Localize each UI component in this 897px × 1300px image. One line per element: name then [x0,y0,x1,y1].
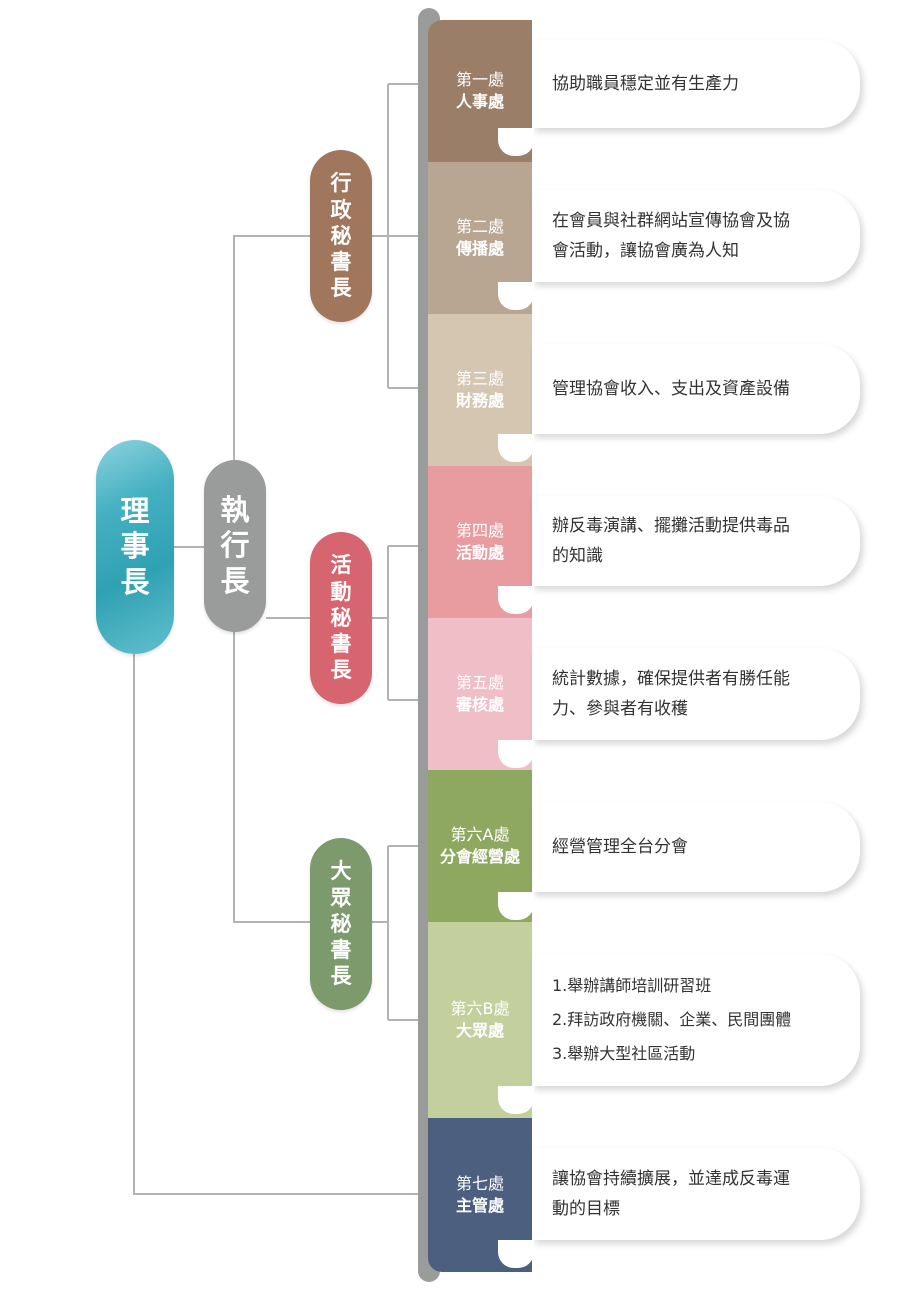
secretary-char: 長 [330,658,352,683]
secretary-char: 行 [330,171,352,196]
chairman-node: 理 事 長 [96,440,174,654]
secretary-char: 政 [330,197,352,222]
secretary-char: 書 [330,632,352,657]
secretary-char: 書 [330,250,352,275]
card-tab [498,586,534,614]
dept-number: 第一處 [455,69,504,89]
ceo-char: 執 [220,492,250,527]
chairman-char: 長 [120,564,150,599]
dept-name: 人事處 [455,92,504,111]
chairman-char: 事 [120,529,150,564]
secretary-char: 長 [330,964,352,989]
dept-name: 財務處 [455,391,504,410]
dept-number: 第六A處 [450,824,510,844]
dept-number: 第七處 [455,1173,504,1193]
ceo-char: 行 [220,528,250,563]
dept-4-description-card: 辦反毒演講、擺攤活動提供毒品 的知識 [532,496,860,586]
dept-3-segment: 第三處 財務處 [428,314,532,466]
secretary-char: 書 [330,938,352,963]
secretary-admin-node: 行 政 秘 書 長 [310,150,372,322]
secretary-char: 眾 [330,885,352,910]
dept-number: 第二處 [455,216,504,236]
description-line: 讓協會持續擴展，並達成反毒運 [552,1169,790,1189]
secretary-char: 動 [330,579,352,604]
card-tab [498,128,534,156]
description-line: 1.舉辦講師培訓研習班 [552,976,712,995]
dept-name: 活動處 [455,543,504,562]
description-line: 力、參與者有收穫 [552,699,688,719]
secretary-char: 長 [330,276,352,301]
dept-number: 第五處 [455,672,504,692]
description-line: 辦反毒演講、擺攤活動提供毒品 [552,516,790,536]
description-line: 動的目標 [552,1199,620,1219]
secretary-char: 秘 [330,911,352,936]
card-tab [498,282,534,310]
card-tab [498,1240,534,1268]
description-line: 協助職員穩定並有生產力 [552,74,739,94]
description-line: 統計數據，確保提供者有勝任能 [552,669,790,689]
connector-line [133,654,430,1195]
dept-number: 第三處 [455,368,504,388]
description-line: 管理協會收入、支出及資產設備 [552,379,790,399]
dept-name: 傳播處 [455,239,504,258]
dept-6a-segment: 第六A處 分會經營處 [428,770,532,922]
dept-3-description-card: 管理協會收入、支出及資產設備 [532,344,860,434]
card-tab [498,1086,534,1114]
ceo-char: 長 [220,563,250,598]
description-line: 在會員與社群網站宣傳協會及協 [552,211,790,231]
dept-5-description-card: 統計數據，確保提供者有勝任能 力、參與者有收穫 [532,648,860,740]
dept-name: 大眾處 [455,1021,504,1040]
dept-name: 分會經營處 [439,847,520,866]
description-line: 會活動，讓協會廣為人知 [552,241,739,261]
card-tab [498,892,534,920]
card-tab [498,740,534,768]
dept-6a-description-card: 經營管理全台分會 [532,802,860,892]
secretary-char: 秘 [330,605,352,630]
dept-2-segment: 第二處 傳播處 [428,162,532,314]
secretary-char: 秘 [330,223,352,248]
dept-6b-segment: 第六B處 大眾處 [428,922,532,1118]
ceo-node: 執 行 長 [204,460,266,632]
dept-6b-description-card: 1.舉辦講師培訓研習班 2.拜訪政府機關、企業、民間團體 3.舉辦大型社區活動 [532,954,860,1086]
connector-line [233,632,310,923]
chairman-char: 理 [120,493,150,528]
secretary-char: 活 [330,553,352,578]
dept-name: 主管處 [455,1196,504,1215]
secretary-char: 大 [330,859,352,884]
dept-number: 第六B處 [450,998,510,1018]
connector-line [233,235,310,460]
description-line: 的知識 [552,546,603,566]
dept-1-description-card: 協助職員穩定並有生產力 [532,40,860,128]
card-tab [498,434,534,462]
dept-7-segment: 第七處 主管處 [428,1118,532,1272]
dept-4-segment: 第四處 活動處 [428,466,532,618]
dept-2-description-card: 在會員與社群網站宣傳協會及協 會活動，讓協會廣為人知 [532,190,860,282]
secretary-public-node: 大 眾 秘 書 長 [310,838,372,1010]
description-line: 2.拜訪政府機關、企業、民間團體 [552,1010,792,1029]
secretary-activity-node: 活 動 秘 書 長 [310,532,372,704]
description-line: 經營管理全台分會 [552,837,688,857]
dept-name: 審核處 [455,695,504,714]
dept-number: 第四處 [455,520,504,540]
dept-7-description-card: 讓協會持續擴展，並達成反毒運 動的目標 [532,1148,860,1240]
description-line: 3.舉辦大型社區活動 [552,1044,696,1063]
